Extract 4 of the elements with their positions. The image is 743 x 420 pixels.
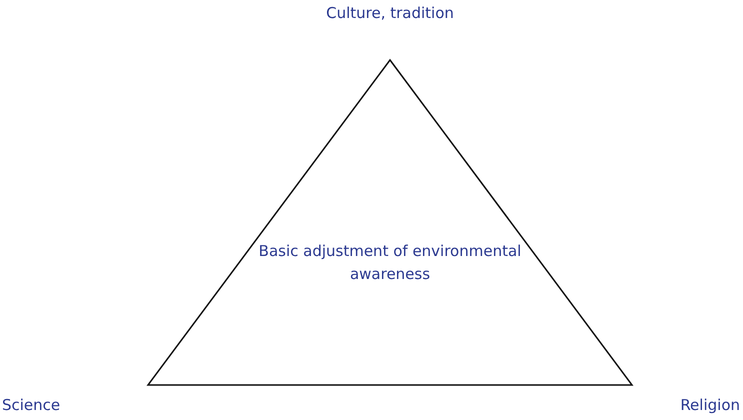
corner-label: Religion <box>679 396 740 414</box>
node-text: Basic adjustment of environmental awareness <box>258 241 522 285</box>
corner-label: Culture, tradition <box>325 4 455 22</box>
corner-label: Science <box>2 396 62 414</box>
